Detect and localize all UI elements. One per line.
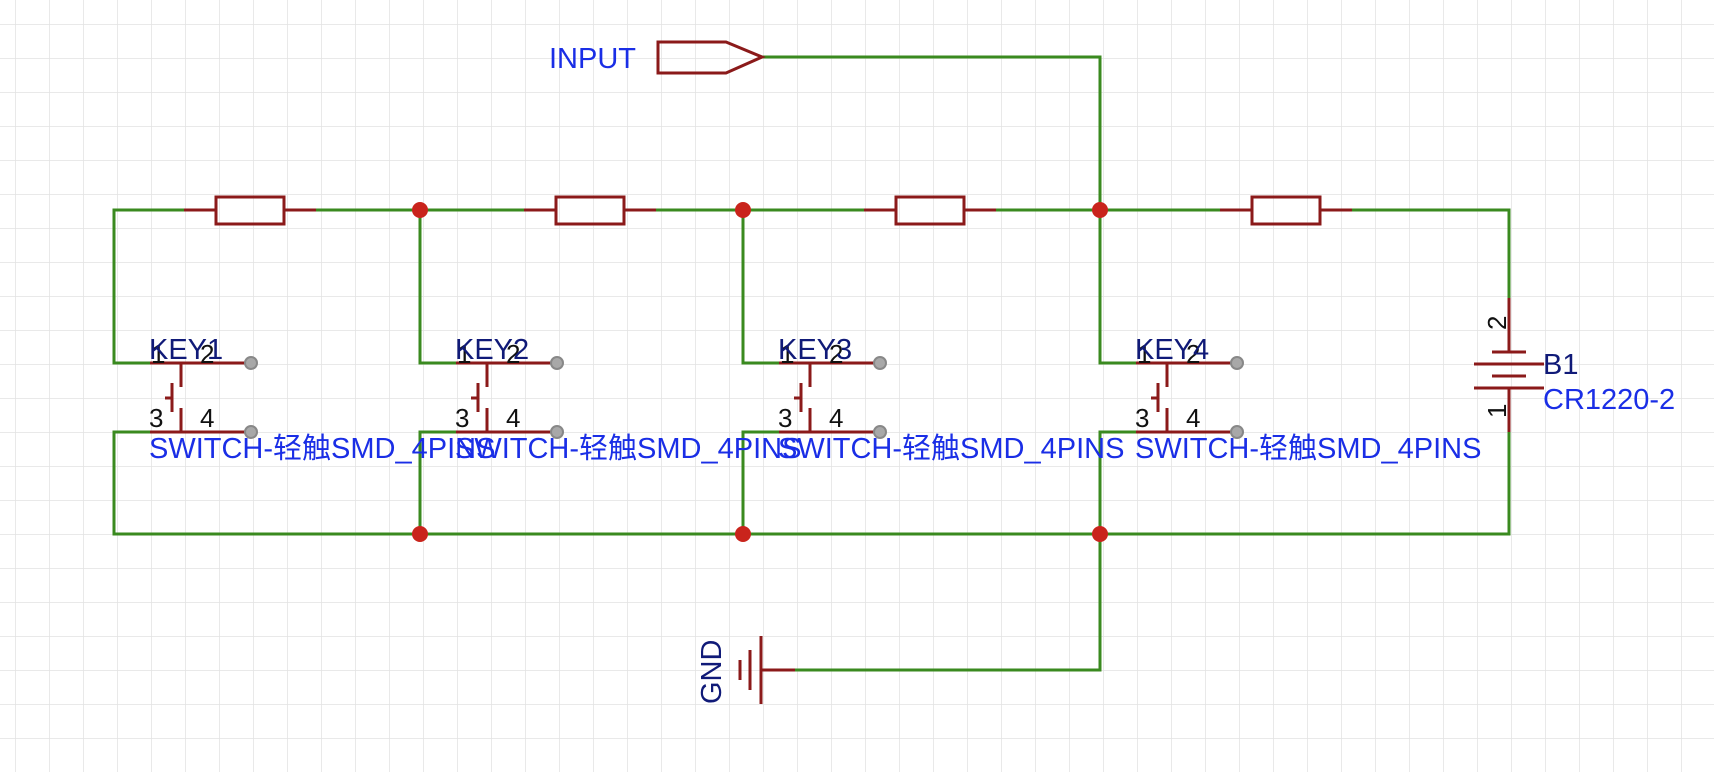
junction-dot bbox=[412, 202, 428, 218]
pin-number: 2 bbox=[829, 339, 843, 369]
resistors bbox=[184, 195, 1352, 226]
pin-number: 1 bbox=[1482, 404, 1512, 418]
resistor-2[interactable] bbox=[524, 195, 656, 226]
input-port[interactable]: INPUT bbox=[549, 40, 766, 75]
wire-v-key2-bot[interactable] bbox=[418, 430, 458, 536]
wire-input[interactable] bbox=[760, 55, 1102, 212]
pin-number: 2 bbox=[506, 339, 520, 369]
switch-value-label: SWITCH-轻触SMD_4PINS bbox=[1135, 432, 1481, 465]
junctions bbox=[412, 202, 1108, 542]
resistor-1[interactable] bbox=[184, 195, 316, 226]
pin-number: 1 bbox=[457, 339, 471, 369]
pin-end-marker bbox=[1230, 356, 1244, 370]
gnd-symbol[interactable]: GND bbox=[696, 636, 795, 704]
pin-number: 3 bbox=[778, 403, 792, 433]
switch-key2[interactable]: 1 2 3 4 KEY2 SWITCH-轻触SMD_4PINS bbox=[455, 334, 801, 465]
junction-dot bbox=[1092, 202, 1108, 218]
wire-v-key1-top[interactable] bbox=[112, 208, 152, 365]
junction-dot bbox=[1092, 526, 1108, 542]
switch-value-label: SWITCH-轻触SMD_4PINS bbox=[455, 432, 801, 465]
pin-end-marker bbox=[873, 356, 887, 370]
resistor-3[interactable] bbox=[864, 195, 996, 226]
pin-end-marker bbox=[550, 356, 564, 370]
wire-v-key4-top[interactable] bbox=[1098, 208, 1138, 365]
resistor-4[interactable] bbox=[1220, 195, 1352, 226]
pin-number: 2 bbox=[1482, 316, 1512, 330]
junction-dot bbox=[735, 526, 751, 542]
pin-end-marker bbox=[873, 425, 887, 439]
switch-ref-label: KEY4 bbox=[1135, 334, 1209, 366]
switch-key4[interactable]: 1 2 3 4 KEY4 SWITCH-轻触SMD_4PINS bbox=[1135, 334, 1481, 465]
pin-number: 3 bbox=[149, 403, 163, 433]
switch-key1[interactable]: 1 2 3 4 KEY1 SWITCH-轻触SMD_4PINS bbox=[149, 334, 495, 465]
pin-number: 4 bbox=[200, 403, 214, 433]
pin-number: 3 bbox=[1135, 403, 1149, 433]
wire-v-key1-bot[interactable] bbox=[112, 430, 152, 536]
pin-end-marker bbox=[244, 425, 258, 439]
input-net-label: INPUT bbox=[549, 43, 636, 75]
pin-number: 1 bbox=[1137, 339, 1151, 369]
battery-b1[interactable]: 2 1 B1 CR1220-2 bbox=[1474, 298, 1675, 432]
switch-ref-label: KEY3 bbox=[778, 334, 852, 366]
pin-end-marker bbox=[244, 356, 258, 370]
switch-ref-label: KEY2 bbox=[455, 334, 529, 366]
junction-dot bbox=[412, 526, 428, 542]
switch-value-label: SWITCH-轻触SMD_4PINS bbox=[778, 432, 1124, 465]
gnd-net-label: GND bbox=[696, 640, 728, 704]
switch-key3[interactable]: 1 2 3 4 KEY3 SWITCH-轻触SMD_4PINS bbox=[778, 334, 1124, 465]
battery-ref-label: B1 bbox=[1543, 349, 1578, 381]
pin-number: 3 bbox=[455, 403, 469, 433]
pin-number: 2 bbox=[200, 339, 214, 369]
wire-top-5[interactable] bbox=[1350, 208, 1511, 300]
wires bbox=[112, 55, 1511, 672]
pin-number: 1 bbox=[780, 339, 794, 369]
pin-end-marker bbox=[1230, 425, 1244, 439]
pin-number: 4 bbox=[829, 403, 843, 433]
switch-ref-label: KEY1 bbox=[149, 334, 223, 366]
wire-v-key3-bot[interactable] bbox=[741, 430, 781, 536]
switch-value-label: SWITCH-轻触SMD_4PINS bbox=[149, 432, 495, 465]
pin-number: 1 bbox=[151, 339, 165, 369]
wire-gnd[interactable] bbox=[793, 532, 1102, 672]
pin-number: 2 bbox=[1186, 339, 1200, 369]
wire-v-key2-top[interactable] bbox=[418, 208, 458, 365]
pin-number: 4 bbox=[1186, 403, 1200, 433]
junction-dot bbox=[735, 202, 751, 218]
wire-v-key4-bot[interactable] bbox=[1098, 430, 1138, 536]
battery-value-label: CR1220-2 bbox=[1543, 384, 1675, 416]
pin-number: 4 bbox=[506, 403, 520, 433]
pin-end-marker bbox=[550, 425, 564, 439]
wire-v-key3-top[interactable] bbox=[741, 208, 781, 365]
